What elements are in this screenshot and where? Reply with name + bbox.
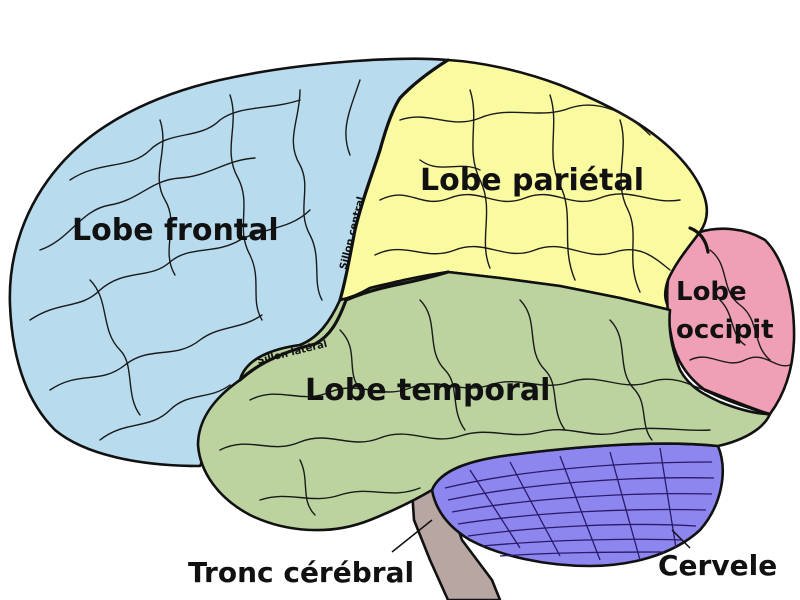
cortex-gyri-lines bbox=[29, 79, 791, 516]
label-temporal-lobe: Lobe temporal bbox=[305, 373, 550, 408]
brainstem-leader-line bbox=[391, 519, 433, 553]
label-brainstem: Tronc cérébral bbox=[188, 556, 414, 589]
label-occipital-lobe-line2: occipit bbox=[676, 315, 774, 345]
parieto-temporal-boundary bbox=[447, 271, 671, 311]
central-sulcus-line bbox=[338, 58, 450, 302]
preoccipital-sulcus-line bbox=[703, 388, 770, 416]
label-parietal-lobe: Lobe pariétal bbox=[420, 163, 644, 198]
lateral-sulcus-line bbox=[238, 270, 450, 382]
cerebellum-leader-line bbox=[671, 529, 691, 549]
parieto-occipital-sulcus-line bbox=[688, 226, 710, 254]
label-occipital-lobe-line1: Lobe bbox=[676, 277, 747, 307]
label-cerebellum: Cervele bbox=[658, 549, 777, 582]
label-frontal-lobe: Lobe frontal bbox=[72, 213, 279, 248]
